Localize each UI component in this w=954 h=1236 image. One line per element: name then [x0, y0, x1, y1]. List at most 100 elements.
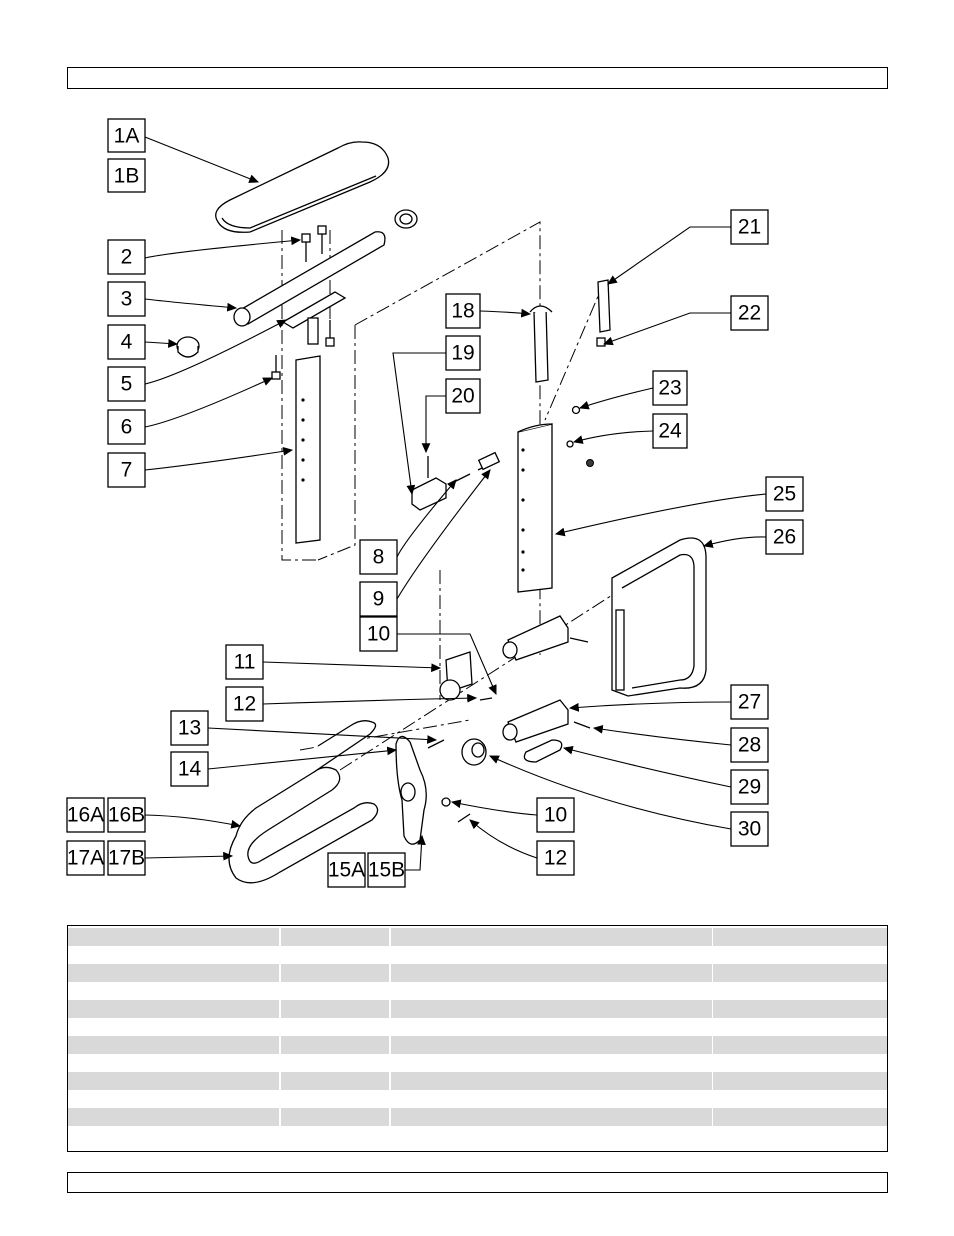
table-column-divider [389, 926, 391, 1151]
svg-text:5: 5 [121, 373, 133, 396]
svg-text:11: 11 [234, 651, 256, 674]
svg-text:15A: 15A [328, 859, 365, 882]
svg-text:8: 8 [373, 546, 385, 569]
svg-text:13: 13 [178, 717, 201, 740]
svg-text:24: 24 [658, 420, 682, 443]
part-end-cap-right [394, 209, 418, 229]
svg-text:26: 26 [773, 526, 796, 549]
svg-text:19: 19 [451, 342, 474, 365]
part-bumper-pad [523, 739, 563, 763]
table-row [68, 946, 887, 964]
header-bar [67, 67, 888, 89]
svg-text:16B: 16B [108, 804, 145, 827]
callout-8: 8 [359, 539, 398, 575]
part-small-nuts [566, 405, 594, 467]
part-end-cap-left [176, 336, 200, 358]
callout-20: 20 [445, 378, 481, 414]
table-column-divider [279, 926, 281, 1151]
table-row [68, 1054, 887, 1072]
exploded-parts-diagram: 1A 1B 2 3 4 5 6 7 8 9 10 11 12 13 14 15A… [66, 118, 804, 888]
table-row [68, 1035, 887, 1054]
part-tube [233, 231, 386, 327]
svg-text:17B: 17B [108, 847, 145, 870]
callout-18: 18 [445, 293, 481, 329]
svg-text:12: 12 [544, 847, 567, 870]
callout-7: 7 [107, 452, 146, 488]
svg-text:23: 23 [658, 377, 681, 400]
callout-27: 27 [730, 684, 769, 720]
svg-text:3: 3 [121, 288, 133, 311]
svg-text:2: 2 [121, 246, 133, 269]
callout-12-upper: 12 [225, 686, 264, 722]
callout-17b: 17B [107, 840, 146, 876]
callout-6: 6 [107, 409, 146, 445]
part-side-panel [611, 537, 707, 697]
callout-17a: 17A [66, 840, 105, 876]
table-row [68, 927, 887, 946]
svg-text:15B: 15B [368, 859, 405, 882]
svg-text:27: 27 [738, 691, 761, 714]
callout-23: 23 [652, 370, 688, 406]
part-lower-clamp [502, 699, 591, 743]
svg-text:14: 14 [178, 758, 202, 781]
callout-2: 2 [107, 239, 146, 275]
callout-26: 26 [765, 519, 804, 555]
part-small-screws [427, 739, 471, 823]
leader-lines [144, 136, 767, 871]
part-receiver-tube [517, 423, 553, 593]
part-clip [596, 279, 611, 347]
svg-text:16A: 16A [67, 804, 104, 827]
part-armrest-pad [215, 141, 390, 233]
parts-table [67, 925, 888, 1152]
callout-14: 14 [170, 751, 209, 787]
callout-15a: 15A [327, 852, 366, 888]
svg-text:20: 20 [451, 385, 474, 408]
svg-text:17A: 17A [67, 847, 104, 870]
table-row [68, 1126, 887, 1144]
part-bushing [461, 738, 487, 766]
svg-text:4: 4 [121, 331, 133, 354]
table-row [68, 1107, 887, 1126]
callout-10-upper: 10 [359, 616, 398, 652]
svg-text:22: 22 [738, 302, 761, 325]
callout-5: 5 [107, 366, 146, 402]
callout-3: 3 [107, 281, 146, 317]
table-row [68, 1090, 887, 1108]
callout-30: 30 [730, 811, 769, 847]
table-column-divider [711, 926, 714, 1151]
svg-text:18: 18 [451, 300, 474, 323]
table-row [68, 999, 887, 1018]
svg-text:1B: 1B [114, 165, 140, 188]
svg-text:30: 30 [738, 818, 761, 841]
svg-text:1A: 1A [114, 125, 140, 148]
part-hinge-bracket [395, 735, 427, 845]
part-latch-slide [529, 305, 553, 383]
part-armrest-loop [228, 720, 379, 884]
svg-text:6: 6 [121, 416, 133, 439]
callout-4: 4 [107, 324, 146, 360]
callout-9: 9 [359, 581, 398, 617]
callout-12-lower: 12 [536, 840, 575, 876]
callout-22: 22 [730, 295, 769, 331]
callout-19: 19 [445, 335, 481, 371]
svg-text:10: 10 [544, 804, 567, 827]
svg-text:29: 29 [738, 776, 761, 799]
callout-21: 21 [730, 209, 769, 245]
callout-16a: 16A [66, 797, 105, 833]
callout-28: 28 [730, 727, 769, 763]
callout-10-lower: 10 [536, 797, 575, 833]
part-screws-lower [271, 320, 335, 380]
footer-bar [67, 1172, 888, 1193]
callout-1b: 1B [107, 158, 146, 193]
svg-text:10: 10 [367, 623, 390, 646]
callout-11: 11 [225, 644, 264, 680]
table-row [68, 1018, 887, 1036]
svg-text:7: 7 [121, 459, 133, 482]
callout-25: 25 [765, 476, 804, 512]
part-lock-assembly [411, 451, 501, 511]
part-mount-block [439, 651, 493, 701]
table-row [68, 963, 887, 982]
callout-13: 13 [170, 710, 209, 746]
part-arm-post [295, 355, 321, 544]
svg-text:28: 28 [738, 734, 761, 757]
